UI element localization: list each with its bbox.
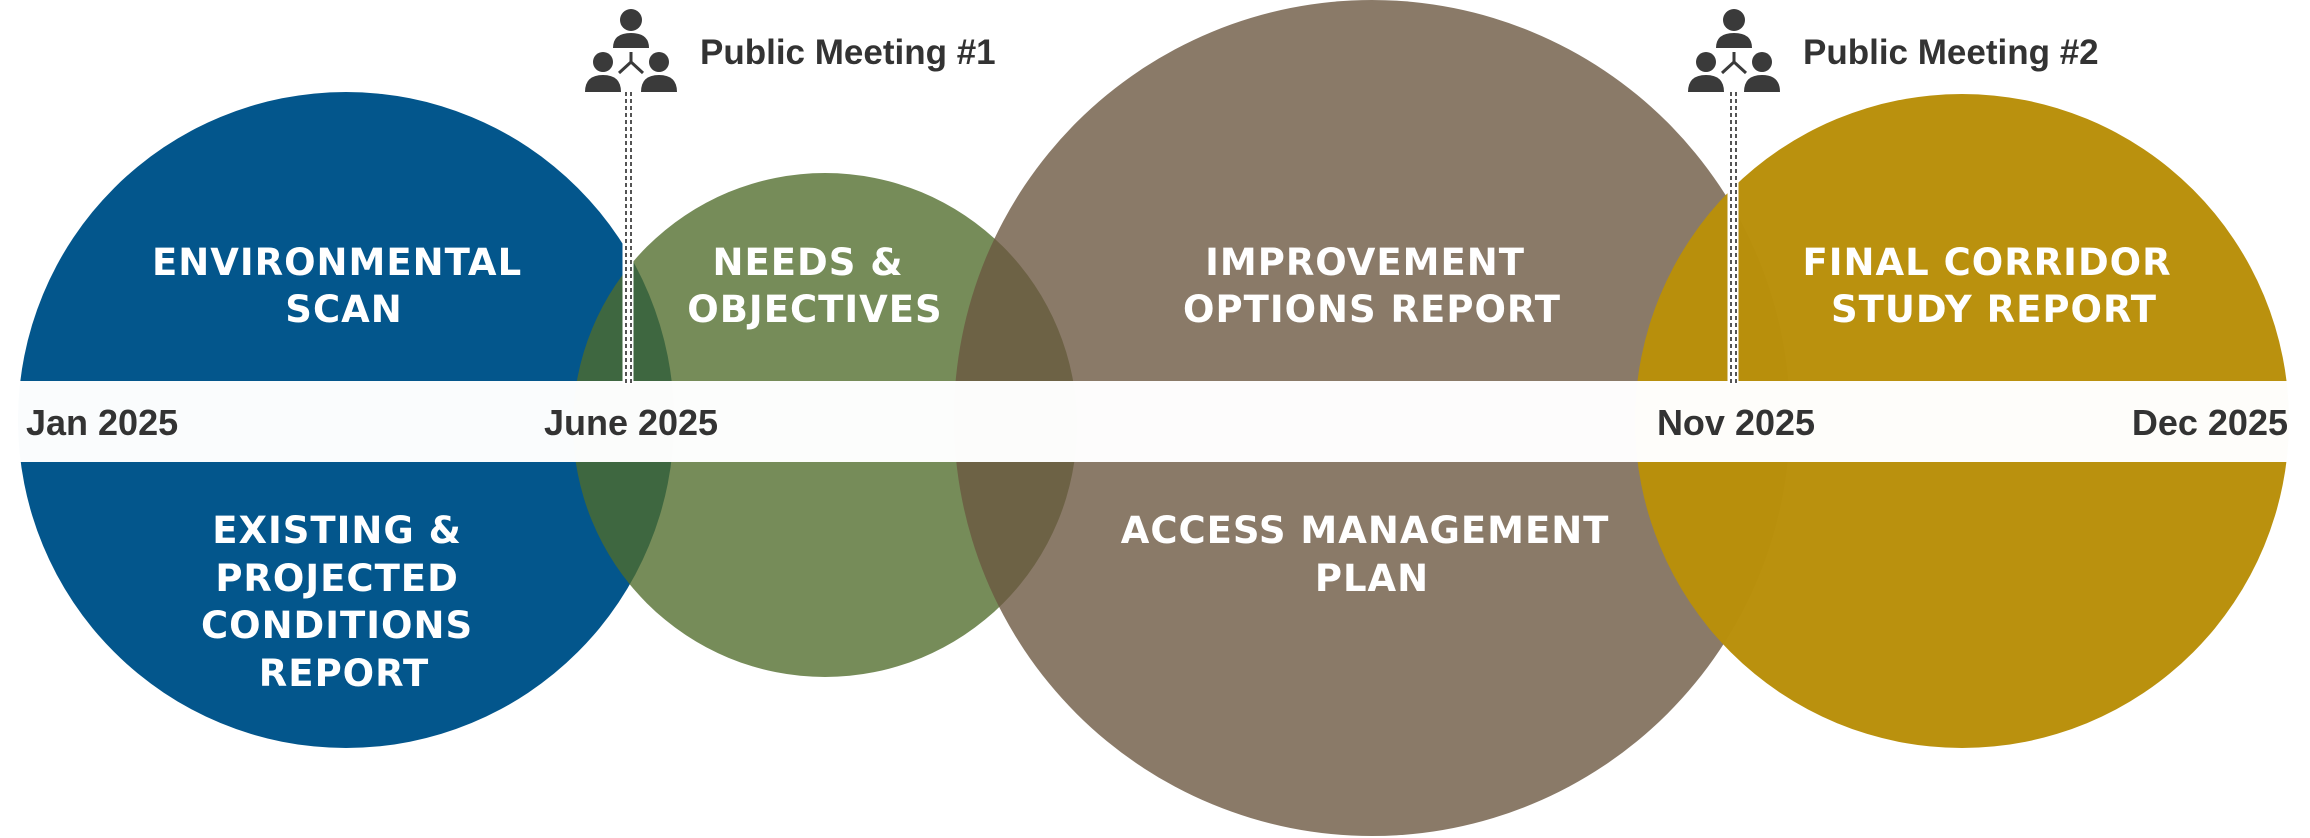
phase-line: FINAL CORRIDOR <box>1802 241 2171 284</box>
phase-improvement-bottom: ACCESS MANAGEMENT PLAN <box>1121 509 1624 600</box>
phase-final-top: FINAL CORRIDOR STUDY REPORT <box>1802 241 2185 331</box>
phase-line: SCAN <box>285 288 402 331</box>
phase-needs-top: NEEDS & OBJECTIVES <box>687 241 942 331</box>
timeline-date-june: June 2025 <box>544 402 718 443</box>
phase-line: EXISTING & <box>212 509 462 552</box>
phase-improvement-top: IMPROVEMENT OPTIONS REPORT <box>1183 241 1561 331</box>
phase-line: PROJECTED <box>215 557 458 600</box>
meeting-marker-2 <box>1727 92 1739 384</box>
phase-line: OBJECTIVES <box>687 288 942 331</box>
phase-line: IMPROVEMENT <box>1205 241 1525 284</box>
phase-line: CONDITIONS <box>201 604 473 647</box>
phase-environmental-bottom: EXISTING & PROJECTED CONDITIONS REPORT <box>201 509 487 695</box>
phase-line: ACCESS MANAGEMENT <box>1121 509 1610 552</box>
phase-line: REPORT <box>259 652 429 695</box>
phase-line: ENVIRONMENTAL <box>152 241 522 284</box>
timeline-date-nov: Nov 2025 <box>1657 402 1815 443</box>
meeting-marker-1 <box>622 92 634 384</box>
meeting-1-label: Public Meeting #1 <box>700 33 996 72</box>
timeline-band <box>0 381 2310 462</box>
people-group-icon <box>585 9 677 92</box>
phase-line: PLAN <box>1315 557 1429 600</box>
timeline-date-jan: Jan 2025 <box>26 402 178 443</box>
phase-environmental-top: ENVIRONMENTAL SCAN <box>152 241 536 331</box>
meeting-2-label: Public Meeting #2 <box>1803 33 2099 72</box>
timeline-date-dec: Dec 2025 <box>2132 402 2288 443</box>
phase-line: NEEDS & <box>713 241 904 284</box>
phase-line: STUDY REPORT <box>1831 288 2157 331</box>
people-group-icon <box>1688 9 1780 92</box>
phase-line: OPTIONS REPORT <box>1183 288 1561 331</box>
